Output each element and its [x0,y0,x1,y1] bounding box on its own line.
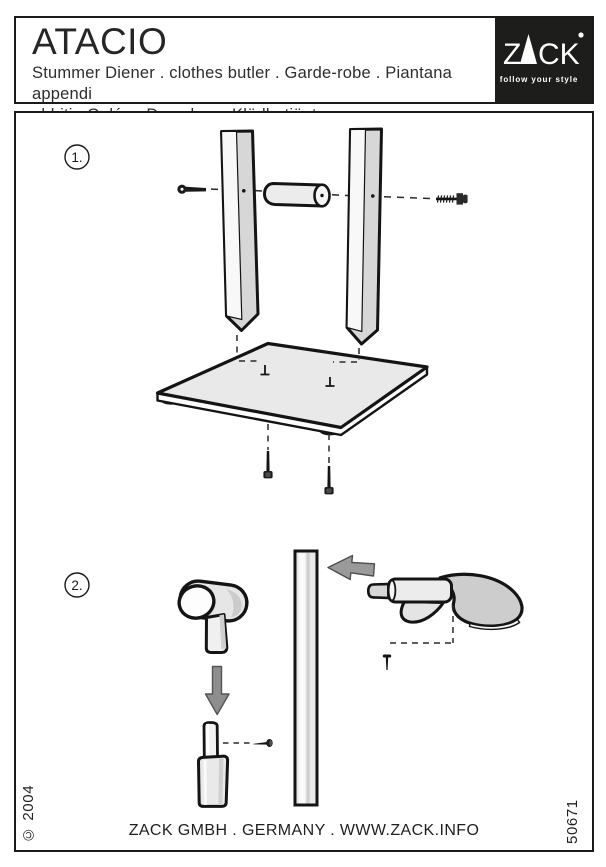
product-names-line1: Stummer Diener . clothes butler . Garde-… [32,63,453,103]
diagram-panel [14,111,594,852]
product-title: ATACIO [32,21,168,62]
zack-logo-art: Z CK follow your style [500,32,584,84]
part-number: 50671 [564,799,581,844]
zack-logo: Z CK follow your style [495,18,592,102]
zack-logo-triangle-icon [520,34,537,64]
logo-trademark-dot [578,32,584,38]
publisher-line: ZACK GMBH . GERMANY . WWW.ZACK.INFO [128,822,480,839]
logo-tagline: follow your style [500,75,578,84]
header: ATACIO Stummer Diener . clothes butler .… [14,16,594,124]
logo-letter-z: Z [503,38,521,71]
logo-letters-ck: CK [538,38,580,71]
